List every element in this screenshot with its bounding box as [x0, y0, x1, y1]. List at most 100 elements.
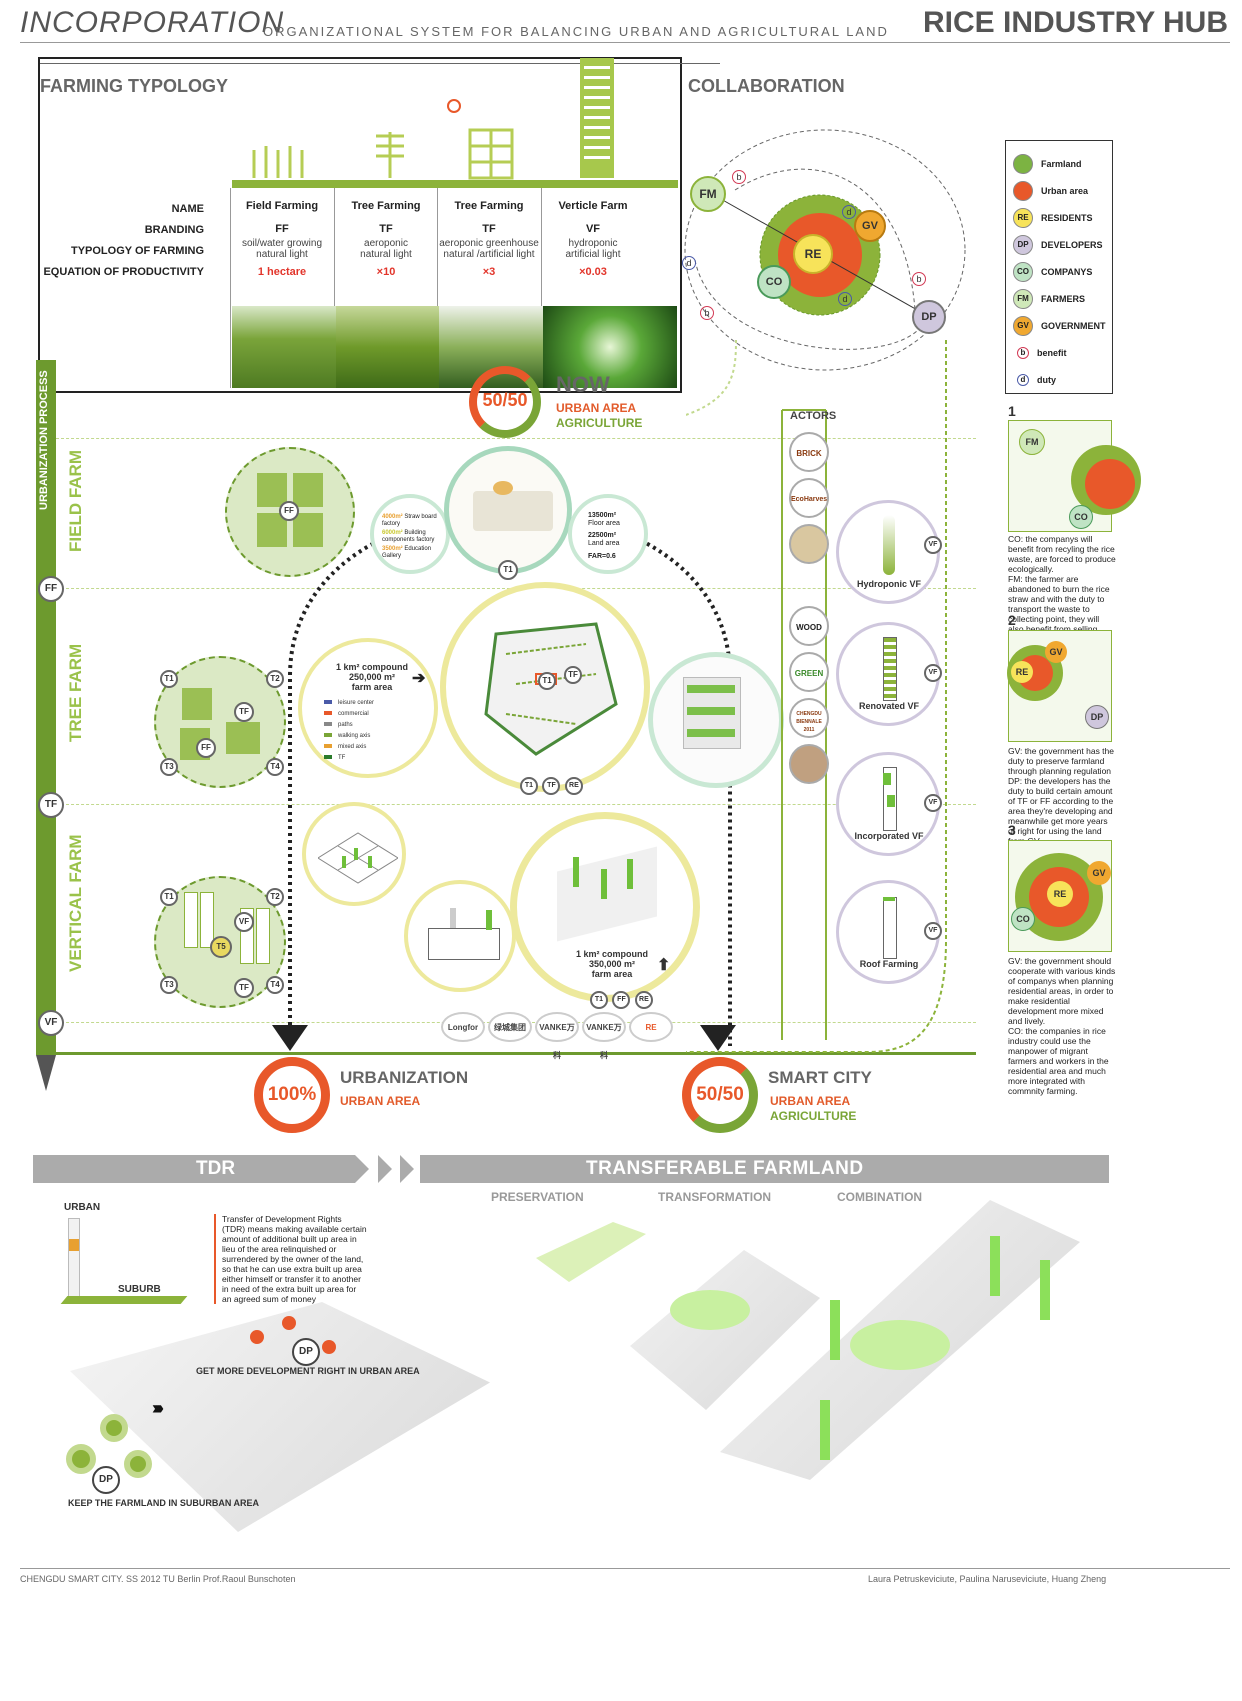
- arrow-down-left: [272, 1025, 308, 1051]
- now-ring: [469, 366, 541, 438]
- t2-marker: T2: [266, 670, 284, 688]
- get-more-text: GET MORE DEVELOPMENT RIGHT IN URBAN AREA: [196, 1366, 420, 1376]
- t4-marker: T4: [266, 758, 284, 776]
- collaboration-title: COLLABORATION: [688, 76, 845, 96]
- header-hub-title: RICE INDUSTRY HUB: [922, 6, 1228, 39]
- tree-farming-icon: [376, 132, 404, 178]
- legend-label: GOVERNMENT: [1041, 320, 1106, 331]
- t1-marker: T1: [160, 670, 178, 688]
- tree-farming-photo: [336, 306, 446, 388]
- scenario-2-diagram: RE GV DP: [1007, 630, 1112, 742]
- legend-swatch: RE: [1013, 207, 1033, 228]
- arrow-down-right: [700, 1025, 736, 1051]
- chevron-icon: [378, 1155, 392, 1183]
- col-brand: TF: [379, 223, 393, 235]
- tdr-description: Transfer of Development Rights (TDR) mea…: [214, 1214, 367, 1304]
- chevron-icon: [400, 1155, 414, 1183]
- col-type1: hydroponic: [568, 238, 618, 249]
- transformation-farmland: [670, 1290, 750, 1330]
- duty-marker: d: [838, 292, 852, 306]
- scenario-3-diagram: RE GV CO: [1008, 840, 1112, 952]
- node-farmers: FM: [690, 176, 726, 212]
- legend-item: GV GOVERNMENT: [1013, 312, 1106, 339]
- connection-lines: [686, 340, 947, 1053]
- tdr-title: TDR: [196, 1158, 236, 1179]
- legend-swatch: [1013, 153, 1033, 174]
- header-subtitle: ORGANIZATIONAL SYSTEM FOR BALANCING URBA…: [263, 24, 889, 39]
- process-axis-arrow: [36, 1055, 56, 1091]
- col-eq: ×0.03: [579, 266, 607, 278]
- t3-marker: T3: [160, 758, 178, 776]
- scenario-1-diagram: FM CO: [1008, 420, 1141, 532]
- step-preservation: PRESERVATION: [491, 1190, 584, 1204]
- t2-marker: T2: [266, 888, 284, 906]
- actors-title: ACTORS: [790, 410, 837, 422]
- legend-label: Farmland: [1041, 158, 1082, 169]
- urban-marker: [322, 1340, 336, 1354]
- col-name: Tree Farming: [351, 200, 421, 212]
- vf-tag: VF: [924, 794, 942, 812]
- typology-icons: [252, 58, 614, 180]
- vf-incorporated-circle: Incorporated VF: [836, 752, 940, 856]
- col-eq: 1 hectare: [257, 266, 307, 278]
- t1-marker: T1: [498, 560, 518, 580]
- chevron-icon: [355, 1155, 369, 1183]
- row-label-typology: TYPOLOGY OF FARMING: [70, 245, 204, 257]
- typology-top-line: [40, 63, 720, 64]
- benefit-marker: b: [912, 272, 926, 286]
- farmland-marker: [66, 1444, 96, 1474]
- col-brand: FF: [275, 223, 289, 235]
- footer-left: CHENGDU SMART CITY. SS 2012 TU Berlin Pr…: [20, 1574, 296, 1584]
- farmland-marker: [100, 1414, 128, 1442]
- field-farm-plan-circle: FF: [225, 447, 355, 577]
- col-divider: [437, 188, 438, 388]
- transferable-banner: [420, 1155, 1109, 1183]
- legend-label: DEVELOPERS: [1041, 239, 1103, 250]
- legend-swatch: GV: [1013, 315, 1033, 336]
- process-axis-bar: [36, 360, 56, 1055]
- actor-chengdu-biennale: CHENGDU BIENNALE 2011: [789, 698, 829, 738]
- arrow-right-icon: ➔: [412, 670, 426, 687]
- actor-person-photo: [789, 744, 829, 784]
- actor-ecoharvest: EcoHarvest: [789, 478, 829, 518]
- step-combination: COMBINATION: [837, 1190, 923, 1204]
- actor-farmer-photo: [789, 524, 829, 564]
- tree-farm-tags: T1 TF RE: [520, 774, 583, 795]
- band-label-tree-farm: TREE FARM: [66, 643, 85, 742]
- vertical-farm-flow-circle: [404, 880, 516, 992]
- map-legend-item: leisure center: [324, 698, 374, 709]
- col-eq: ×3: [482, 266, 496, 278]
- col-eq: ×10: [376, 266, 396, 278]
- duty-marker: d: [842, 205, 856, 219]
- tree-farm-building-circle: [648, 652, 784, 788]
- col-brand: VF: [585, 223, 601, 235]
- urbanization-arch: [288, 509, 732, 1046]
- map-legend-item: mixed axis: [324, 742, 374, 753]
- legend-panel: [1005, 140, 1113, 394]
- node-companys: CO: [757, 265, 791, 299]
- col-brand: TF: [482, 223, 496, 235]
- col-name: Field Farming: [245, 200, 319, 212]
- header-divider: [20, 42, 1230, 43]
- tdr-banner: [33, 1155, 355, 1183]
- smartcity-urban: URBAN AREA: [770, 1094, 851, 1108]
- col-divider: [334, 188, 335, 388]
- farmland-marker: [124, 1450, 152, 1478]
- col-type2: natural light: [360, 249, 412, 260]
- step-transformation: TRANSFORMATION: [658, 1190, 772, 1204]
- footer-divider: [20, 1568, 1230, 1569]
- footer-right: Laura Petruskeviciute, Paulina Narusevic…: [868, 1574, 1107, 1584]
- map-legend-item: walking axis: [324, 731, 374, 742]
- col-type1: soil/water growing: [241, 238, 323, 249]
- col-type2: natural light: [256, 249, 308, 260]
- arrow-up-icon: ⬆: [657, 957, 671, 974]
- typology-ground-bar: [232, 180, 678, 188]
- urban-marker: [250, 1330, 264, 1344]
- marker-ff: FF: [38, 576, 64, 602]
